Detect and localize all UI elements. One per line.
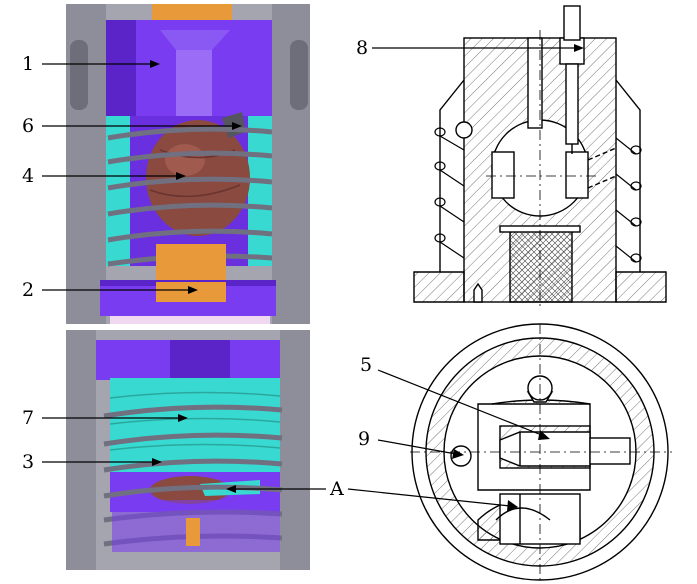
top-left-render — [66, 4, 310, 324]
label-A: A — [330, 478, 344, 500]
label-9: 9 — [358, 428, 371, 450]
top-right-section — [413, 5, 667, 310]
label-6: 6 — [22, 115, 35, 137]
leader-lines — [42, 47, 574, 507]
bottom-left-render — [66, 330, 310, 570]
label-8: 8 — [356, 37, 369, 59]
label-1: 1 — [22, 53, 35, 75]
label-7: 7 — [22, 407, 35, 429]
label-3: 3 — [22, 451, 35, 473]
label-2: 2 — [22, 279, 35, 301]
leader-arrowheads — [150, 44, 584, 511]
label-4: 4 — [22, 165, 35, 187]
label-5: 5 — [360, 354, 373, 376]
bottom-right-section — [410, 323, 672, 584]
